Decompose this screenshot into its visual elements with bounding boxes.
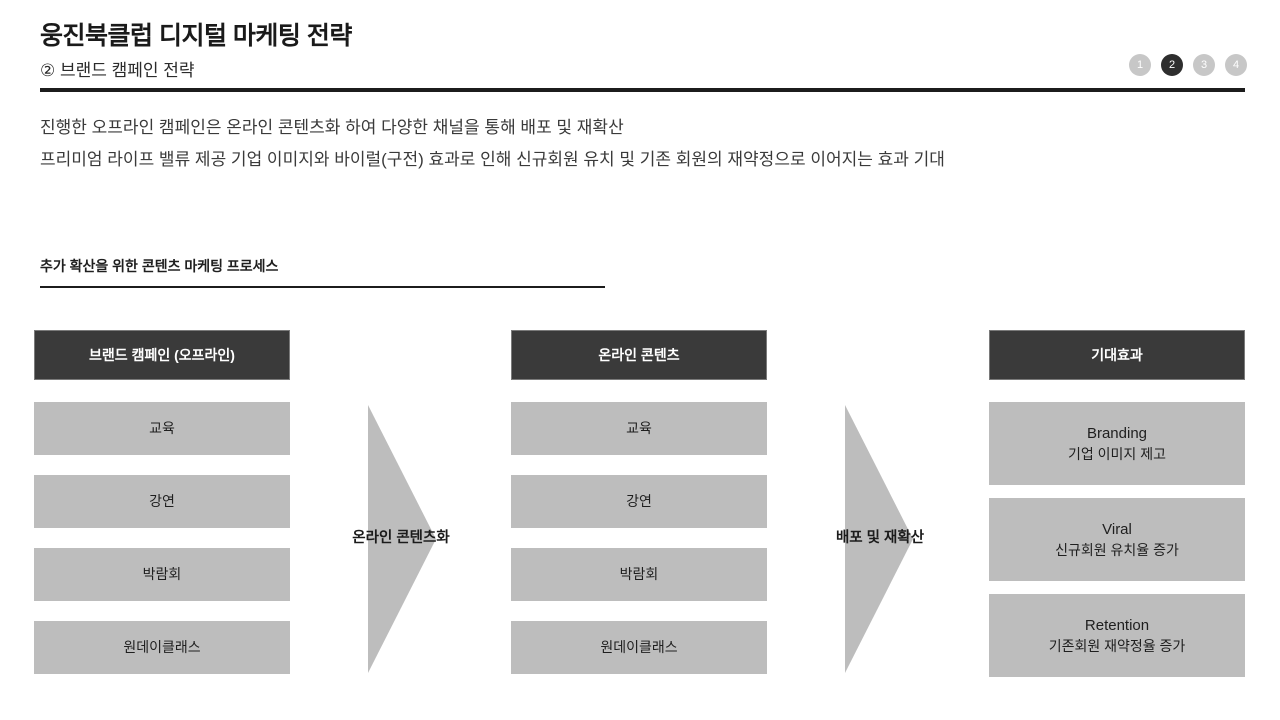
- page-subtitle: ② 브랜드 캠페인 전략: [40, 61, 195, 80]
- section-divider: [40, 286, 605, 288]
- box-subtitle: 기업 이미지 제고: [1068, 445, 1166, 462]
- box-item[interactable]: 원데이클래스: [34, 621, 290, 674]
- diagram-column-brand-campaign: 브랜드 캠페인 (오프라인) 교육 강연 박람회 원데이클래스: [34, 330, 290, 674]
- page-indicator-2[interactable]: 2: [1161, 54, 1183, 76]
- box-title: 교육: [149, 420, 175, 436]
- box-title: Retention: [1084, 616, 1150, 634]
- page-indicator-1[interactable]: 1: [1129, 54, 1151, 76]
- box-subtitle: 신규회원 유치율 증가: [1055, 541, 1179, 558]
- box-title: 강연: [149, 493, 175, 509]
- box-item[interactable]: Branding 기업 이미지 제고: [989, 402, 1245, 485]
- page-indicator-4[interactable]: 4: [1225, 54, 1247, 76]
- box-title: Viral: [1102, 520, 1132, 538]
- header-divider: [40, 88, 1245, 92]
- box-title: 박람회: [619, 566, 659, 582]
- box-item[interactable]: 강연: [511, 475, 767, 528]
- process-diagram: 브랜드 캠페인 (오프라인) 교육 강연 박람회 원데이클래스 온라인 콘텐츠화: [0, 330, 1280, 690]
- box-item[interactable]: 교육: [34, 402, 290, 455]
- box-item[interactable]: Retention 기존회원 재약정율 증가: [989, 594, 1245, 677]
- lead-line-2: 프리미엄 라이프 밸류 제공 기업 이미지와 바이럴(구전) 효과로 인해 신규…: [40, 150, 945, 169]
- box-title: Branding: [1086, 424, 1148, 442]
- lead-line-1: 진행한 오프라인 캠페인은 온라인 콘텐츠화 하여 다양한 채널을 통해 배포 …: [40, 118, 624, 137]
- box-item[interactable]: 박람회: [511, 548, 767, 601]
- box-item[interactable]: 교육: [511, 402, 767, 455]
- box-title: 박람회: [142, 566, 182, 582]
- box-subtitle: 기존회원 재약정율 증가: [1048, 637, 1186, 654]
- box-title: 교육: [626, 420, 652, 436]
- box-item[interactable]: 박람회: [34, 548, 290, 601]
- arrow-label-online-contents: 온라인 콘텐츠화: [352, 530, 450, 546]
- box-title: 강연: [626, 493, 652, 509]
- box-title: 원데이클래스: [600, 639, 678, 655]
- column-items-online-contents: 교육 강연 박람회 원데이클래스: [511, 402, 767, 674]
- box-item[interactable]: 원데이클래스: [511, 621, 767, 674]
- arrow-label-distribution: 배포 및 재확산: [835, 530, 925, 546]
- page-indicator-3[interactable]: 3: [1193, 54, 1215, 76]
- column-header-brand-campaign: 브랜드 캠페인 (오프라인): [34, 330, 290, 380]
- page-title: 웅진북클럽 디지털 마케팅 전략: [40, 22, 352, 50]
- page-indicator-group: 1 2 3 4: [1129, 54, 1247, 76]
- lead-paragraph: 진행한 오프라인 캠페인은 온라인 콘텐츠화 하여 다양한 채널을 통해 배포 …: [40, 112, 1250, 176]
- section-heading: 추가 확산을 위한 콘텐츠 마케팅 프로세스: [40, 258, 279, 274]
- column-items-expected-effects: Branding 기업 이미지 제고 Viral 신규회원 유치율 증가 Ret…: [989, 402, 1245, 677]
- diagram-column-expected-effects: 기대효과 Branding 기업 이미지 제고 Viral 신규회원 유치율 증…: [989, 330, 1245, 677]
- box-item[interactable]: 강연: [34, 475, 290, 528]
- column-header-expected-effects: 기대효과: [989, 330, 1245, 380]
- column-header-online-contents: 온라인 콘텐츠: [511, 330, 767, 380]
- diagram-column-online-contents: 온라인 콘텐츠 교육 강연 박람회 원데이클래스: [511, 330, 767, 674]
- box-title: 원데이클래스: [123, 639, 201, 655]
- box-item[interactable]: Viral 신규회원 유치율 증가: [989, 498, 1245, 581]
- column-items-brand-campaign: 교육 강연 박람회 원데이클래스: [34, 402, 290, 674]
